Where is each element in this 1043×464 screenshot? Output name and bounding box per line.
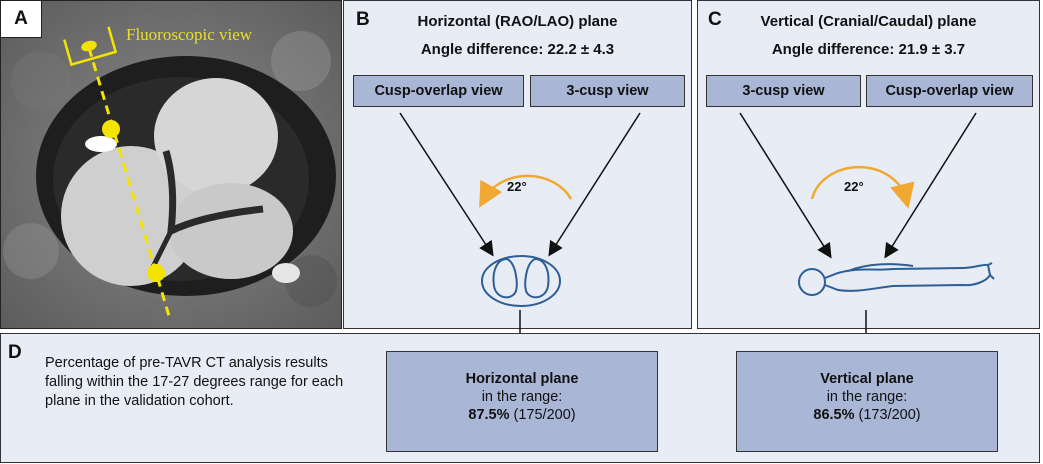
horizontal-plane-panel: B Horizontal (RAO/LAO) plane Angle diffe… [343,0,692,329]
horizontal-angle-difference: Angle difference: 22.2 ± 4.3 [420,41,615,58]
panel-a-letter: A [1,1,42,38]
horizontal-result-title: Horizontal plane [465,371,579,387]
vertical-plane-panel: C Vertical (Cranial/Caudal) plane Angle … [697,0,1040,329]
horizontal-plane-title: Horizontal (RAO/LAO) plane [417,13,618,30]
panel-d-letter: D [8,342,22,363]
arrow-cusp-overlap-to-figure-vertical [884,112,977,259]
arrow-cusp-overlap-to-figure [399,112,494,257]
vertical-diagram [739,112,995,296]
vertical-percent: 86.5% [813,407,855,423]
horizontal-diagram [399,112,641,307]
vertical-count: (173/200) [858,407,921,423]
horizontal-percent: 87.5% [468,407,510,423]
horizontal-angle-label: 22° [507,179,527,194]
horizontal-count: (175/200) [513,407,576,423]
vertical-angle-difference: Angle difference: 21.9 ± 3.7 [771,41,966,58]
cusp-overlap-view-box-vertical: Cusp-overlap view [866,75,1033,107]
vertical-result-box: Vertical plane in the range: 86.5% (173/… [736,351,998,452]
ct-scan-image [1,1,341,328]
rotation-arc-icon-vertical [810,165,915,209]
vertical-angle-label: 22° [844,179,864,194]
cusp-overlap-view-box: Cusp-overlap view [353,75,524,107]
arrow-three-cusp-to-figure [548,112,641,257]
patient-side-view-icon [798,262,995,296]
vertical-plane-title: Vertical (Cranial/Caudal) plane [760,13,977,30]
three-cusp-view-box-vertical: 3-cusp view [706,75,861,107]
patient-top-view-icon [481,255,561,307]
rotation-arc-icon [479,174,573,208]
fluoroscopic-view-label: Fluoroscopic view [126,25,253,44]
ct-image-panel: A Fluoroscopic view [0,0,342,329]
horizontal-range-text: in the range: [481,389,563,405]
three-cusp-view-box: 3-cusp view [530,75,685,107]
vertical-result-title: Vertical plane [820,371,914,387]
results-description: Percentage of pre-TAVR CT analysis resul… [45,355,344,409]
panel-b-letter: B [356,9,370,30]
horizontal-result-box: Horizontal plane in the range: 87.5% (17… [386,351,658,452]
panel-c-letter: C [708,9,722,30]
vertical-range-text: in the range: [826,389,908,405]
results-panel: D Percentage of pre-TAVR CT analysis res… [0,333,1040,463]
arrow-three-cusp-to-figure-vertical [739,112,832,259]
